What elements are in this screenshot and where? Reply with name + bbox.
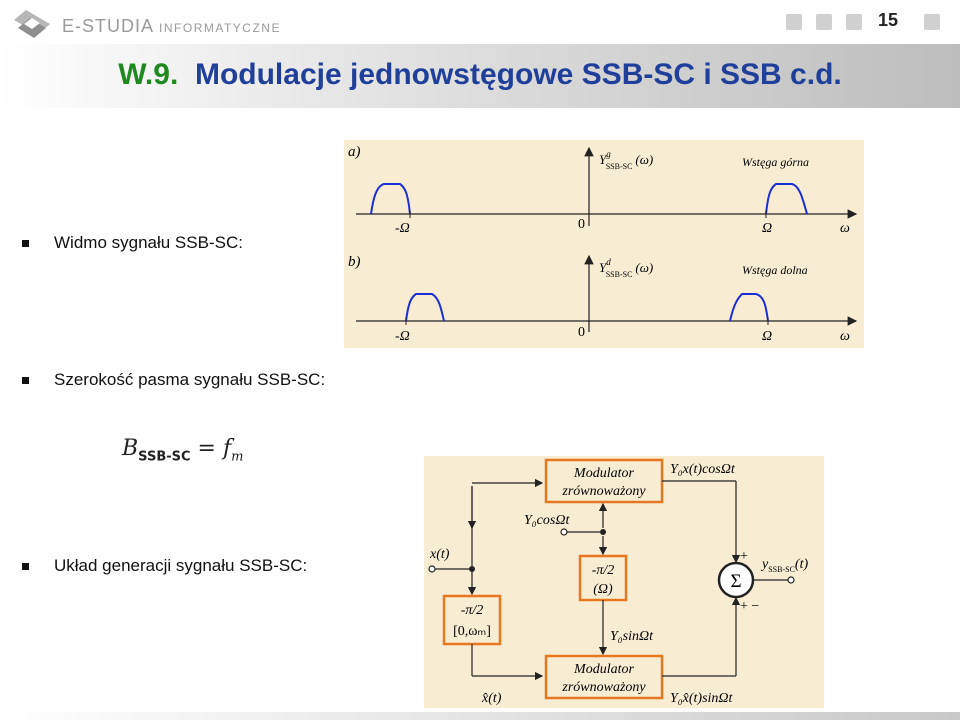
- logo-sub: INFORMATYCZNE: [159, 21, 281, 35]
- label-output: ySSB-SC(t): [760, 557, 808, 574]
- bottom-bar: [0, 712, 960, 720]
- nav-square-4[interactable]: [924, 14, 940, 30]
- modulator-top-line1: Modulator: [573, 466, 634, 481]
- carrier-node: [600, 529, 606, 535]
- bullet-marker: [22, 563, 29, 570]
- bullet-bandwidth: Szerokość pasma sygnału SSB-SC:: [54, 370, 326, 389]
- ssb-generator-diagram: Modulator zrównoważony Modulator zrównow…: [424, 456, 824, 708]
- sum-symbol: Σ: [730, 571, 741, 592]
- lower-band-curve-a: [370, 183, 411, 215]
- label-carrier-cos: Y₀cosΩt: [524, 513, 570, 528]
- logo-main: E-STUDIA: [62, 16, 154, 36]
- formula-lhs-sub: SSB-SC: [138, 449, 191, 465]
- sum-sign-top: +: [740, 549, 748, 564]
- nav-square-2[interactable]: [816, 14, 832, 30]
- band-label-upper: Wstęga górna: [742, 155, 809, 169]
- modulator-bottom: Modulator zrównoważony: [544, 654, 664, 700]
- sum-signs-bottom: + −: [740, 599, 759, 614]
- modulator-bottom-line1: Modulator: [573, 662, 634, 677]
- title-text: Modulacje jednowstęgowe SSB-SC i SSB c.d…: [194, 58, 842, 91]
- title-bar: [0, 44, 960, 108]
- axis-label-omega-b: ω: [840, 329, 850, 344]
- panel-b-tag: b): [348, 254, 361, 270]
- formula-lhs: B: [122, 436, 139, 461]
- slide-title: W.9. Modulacje jednowstęgowe SSB-SC i SS…: [0, 58, 960, 92]
- bullet-generation: Układ generacji sygnału SSB-SC:: [54, 556, 308, 575]
- label-carrier-sin: Y₀sinΩt: [610, 629, 654, 644]
- upper-band-curve-a: [765, 183, 808, 215]
- axis-label-omega-a: ω: [840, 221, 850, 236]
- hilbert-line2: [0,ωₘ]: [453, 624, 491, 639]
- bullet-spectrum: Widmo sygnału SSB-SC:: [54, 233, 243, 252]
- lower-band-curve-b: [405, 293, 445, 322]
- formula-rhs: f: [222, 436, 232, 461]
- page-number: 15: [877, 10, 899, 30]
- label-neg-omega-a: -Ω: [395, 221, 410, 236]
- title-number: W.9.: [118, 58, 179, 91]
- bullet-marker: [22, 240, 29, 247]
- carrier-phase-line1: -π/2: [592, 563, 615, 578]
- nav-square-3[interactable]: [846, 14, 862, 30]
- label-pos-omega-b: Ω: [762, 329, 772, 344]
- panel-a-tag: a): [348, 144, 361, 160]
- bullet-marker: [22, 377, 29, 384]
- modulator-bottom-line2: zrównoważony: [561, 680, 646, 695]
- nav-square-1[interactable]: [786, 14, 802, 30]
- input-wiring: [428, 478, 544, 681]
- label-zero-a: 0: [578, 217, 585, 232]
- logo-text: E-STUDIA INFORMATYCZNE: [62, 16, 281, 37]
- output-wiring: [662, 480, 795, 677]
- label-neg-omega-b: -Ω: [395, 329, 410, 344]
- upper-band-curve-b: [729, 293, 769, 322]
- hilbert-line1: -π/2: [461, 603, 484, 618]
- hilbert-shifter: -π/2 [0,ωₘ]: [442, 594, 502, 646]
- label-bottom-output: Y₀x̂(t)sinΩt: [670, 691, 734, 706]
- carrier-phase-shifter: -π/2 (Ω): [578, 554, 628, 602]
- formula-eq: =: [197, 436, 216, 461]
- modulator-top-line2: zrównoważony: [561, 484, 646, 499]
- modulator-bottom-box: [544, 654, 664, 700]
- label-hilbert-out: x̂(t): [481, 691, 502, 706]
- input-node: [469, 566, 475, 572]
- band-label-lower: Wstęga dolna: [742, 263, 808, 277]
- logo: E-STUDIA INFORMATYCZNE: [10, 6, 280, 40]
- label-pos-omega-a: Ω: [762, 221, 772, 236]
- carrier-phase-line2: (Ω): [593, 582, 613, 597]
- formula-rhs-sub: m: [231, 449, 244, 465]
- label-zero-b: 0: [578, 325, 585, 340]
- logo-mark-icon: [14, 10, 50, 38]
- summation-node: [717, 561, 755, 599]
- modulator-top: Modulator zrównoważony: [544, 458, 664, 504]
- bandwidth-formula: BSSB-SC = fm: [122, 436, 243, 464]
- label-top-output: Y₀x(t)cosΩt: [670, 462, 736, 477]
- carrier-wiring: [560, 502, 608, 656]
- label-input: x(t): [429, 547, 450, 562]
